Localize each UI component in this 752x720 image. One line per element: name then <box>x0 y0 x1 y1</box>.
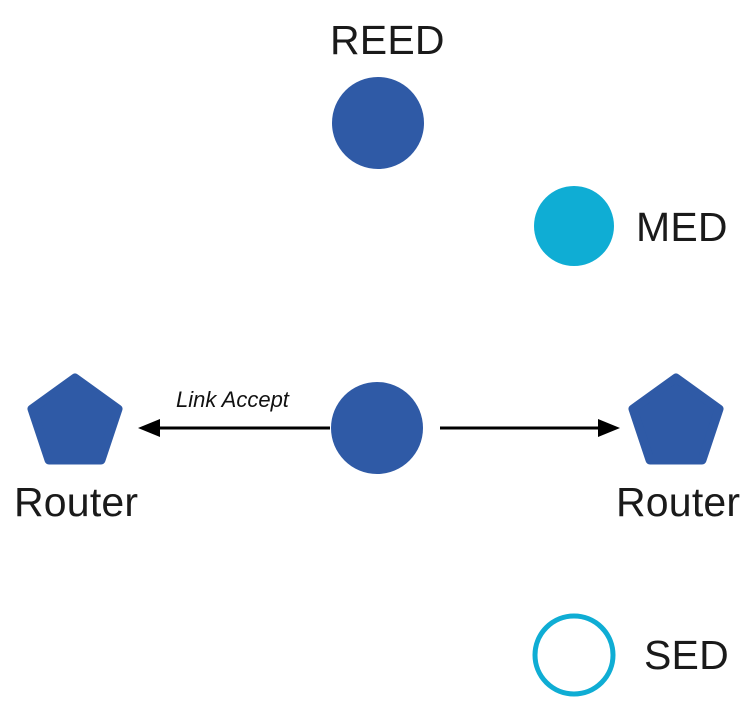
node-label-sed: SED <box>644 632 729 678</box>
node-label-router-right: Router <box>616 479 741 525</box>
node-leader-circle[interactable] <box>331 382 423 474</box>
edge-router-right-arrow[interactable] <box>440 419 620 437</box>
node-med-circle[interactable] <box>534 186 614 266</box>
edge-label-link-accept: Link Accept <box>176 387 289 412</box>
node-reed-circle[interactable] <box>332 77 424 169</box>
node-router-left-pentagon[interactable] <box>27 373 123 465</box>
node-label-router-left: Router <box>14 479 139 525</box>
node-router-right-pentagon[interactable] <box>628 373 724 465</box>
node-label-med: MED <box>636 204 728 250</box>
edge-link-accept-arrow[interactable] <box>138 419 330 437</box>
node-sed-circle-outline[interactable] <box>532 613 616 697</box>
node-label-reed: REED <box>330 17 445 63</box>
